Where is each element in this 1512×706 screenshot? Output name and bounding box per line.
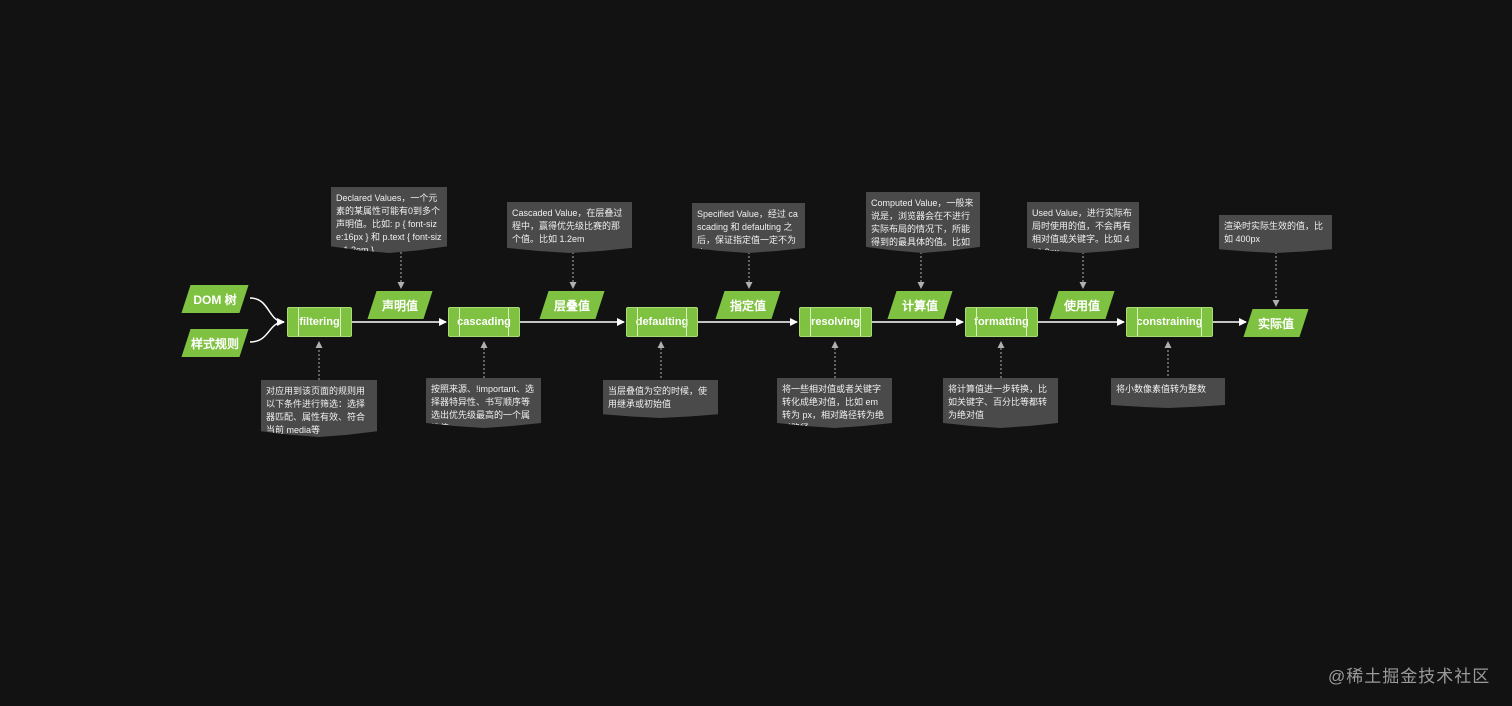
note-declared-values: Declared Values，一个元素的某属性可能有0到多个声明值。比如: p… — [331, 187, 447, 253]
note-formatting: 将计算值进一步转换，比如关键字、百分比等都转为绝对值 — [943, 378, 1058, 428]
value-actual: 实际值 — [1248, 309, 1304, 337]
value-cascaded: 层叠值 — [544, 291, 600, 319]
stage-label: constraining — [1136, 316, 1203, 328]
value-label: 声明值 — [381, 298, 418, 313]
note-specified-value: Specified Value，经过 cascading 和 defaultin… — [692, 203, 805, 253]
value-label: 计算值 — [901, 298, 938, 313]
value-label: 实际值 — [1257, 316, 1294, 331]
note-constraining: 将小数像素值转为整数 — [1111, 378, 1225, 408]
stage-formatting: formatting — [965, 307, 1038, 337]
value-declared: 声明值 — [372, 291, 428, 319]
stage-constraining: constraining — [1126, 307, 1213, 337]
note-actual-value: 渲染时实际生效的值，比如 400px — [1219, 215, 1332, 253]
watermark: @稀土掘金技术社区 — [1328, 667, 1491, 686]
note-cascading: 按照来源、!important、选择器特异性、书写顺序等选出优先级最高的一个属性… — [426, 378, 541, 428]
value-specified: 指定值 — [720, 291, 776, 319]
stage-resolving: resolving — [799, 307, 872, 337]
note-filtering: 对应用到该页面的规则用以下条件进行筛选：选择器匹配、属性有效、符合当前 medi… — [261, 380, 377, 437]
value-used: 使用值 — [1054, 291, 1110, 319]
input-dom-tree: DOM 树 — [186, 285, 244, 313]
note-used-value: Used Value，进行实际布局时使用的值，不会再有相对值或关键字。比如 40… — [1027, 202, 1139, 253]
input-dom-tree-label: DOM 树 — [193, 292, 237, 307]
value-label: 层叠值 — [553, 298, 590, 313]
value-computed: 计算值 — [892, 291, 948, 319]
stage-label: formatting — [974, 316, 1029, 328]
style-rules-connector — [249, 318, 285, 343]
dom-tree-connector — [249, 297, 285, 323]
value-label: 使用值 — [1063, 298, 1100, 313]
stage-filtering: filtering — [287, 307, 352, 337]
value-label: 指定值 — [729, 298, 766, 313]
stage-defaulting: defaulting — [626, 307, 698, 337]
stage-cascading: cascading — [448, 307, 520, 337]
input-style-rules-label: 样式规则 — [190, 336, 239, 351]
input-style-rules: 样式规则 — [186, 329, 244, 357]
stage-label: filtering — [299, 316, 340, 328]
note-computed-value: Computed Value，一般来说是，浏览器会在不进行实际布局的情况下，所能… — [866, 192, 980, 253]
note-cascaded-value: Cascaded Value，在层叠过程中，赢得优先级比赛的那个值。比如 1.2… — [507, 202, 632, 253]
note-defaulting: 当层叠值为空的时候，使用继承或初始值 — [603, 380, 718, 418]
stage-label: resolving — [811, 316, 860, 328]
note-resolving: 将一些相对值或者关键字转化成绝对值，比如 em 转为 px，相对路径转为绝对路径 — [777, 378, 892, 428]
stage-label: cascading — [457, 316, 511, 328]
stage-label: defaulting — [635, 316, 689, 328]
